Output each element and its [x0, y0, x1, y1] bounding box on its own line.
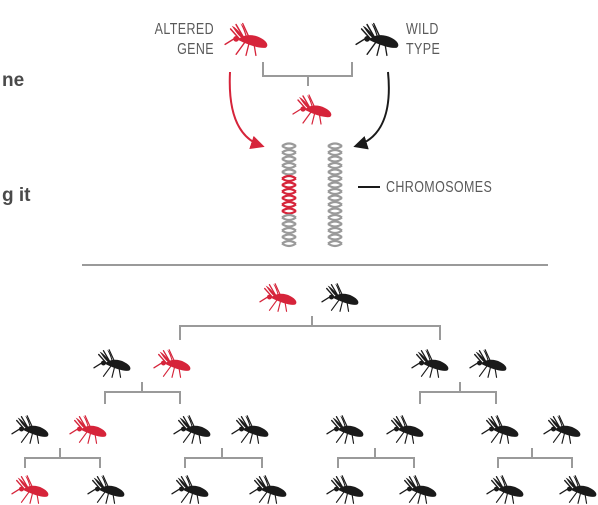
wild-mosquito-icon	[327, 416, 363, 444]
wild-mosquito-icon	[400, 476, 436, 504]
altered-mosquito-icon	[225, 24, 267, 56]
altered-mosquito-icon	[12, 476, 48, 504]
tree-bracket	[105, 392, 180, 404]
family-tree-brackets	[25, 316, 572, 468]
altered-mosquito-icon	[154, 350, 190, 378]
chromosome-left	[282, 144, 296, 247]
wild-mosquito-icon	[327, 476, 363, 504]
wild-mosquito-icon	[487, 476, 523, 504]
altered-mosquito-icon	[260, 284, 296, 312]
altered-gene-arrow	[230, 72, 262, 146]
wild-mosquito-icon	[174, 416, 210, 444]
tree-bracket	[180, 326, 440, 340]
wild-mosquito-icon	[94, 350, 130, 378]
tree-bracket	[498, 458, 572, 468]
wild-mosquito-icon	[172, 476, 208, 504]
tree-bracket	[338, 458, 414, 468]
tree-bracket	[185, 458, 262, 468]
wild-mosquito-icon	[250, 476, 286, 504]
wild-mosquito-icon	[544, 416, 580, 444]
wild-mosquito-icon	[232, 416, 268, 444]
wild-mosquito-icon	[12, 416, 48, 444]
parent-cross-bracket	[263, 62, 352, 86]
wild-mosquito-icon	[470, 350, 506, 378]
tree-bracket	[25, 458, 100, 468]
wild-mosquito-icon	[88, 476, 124, 504]
wild-mosquito-icon	[482, 416, 518, 444]
wild-type-arrow	[356, 72, 389, 146]
wild-mosquito-icon	[356, 24, 398, 56]
wild-mosquito-icon	[387, 416, 423, 444]
altered-mosquito-icon	[70, 416, 106, 444]
wild-mosquito-icon	[412, 350, 448, 378]
chromosome-right	[328, 144, 342, 247]
altered-mosquito-icon	[293, 95, 331, 124]
wild-mosquito-icon	[560, 476, 596, 504]
tree-bracket	[420, 392, 496, 404]
wild-mosquito-icon	[322, 284, 358, 312]
